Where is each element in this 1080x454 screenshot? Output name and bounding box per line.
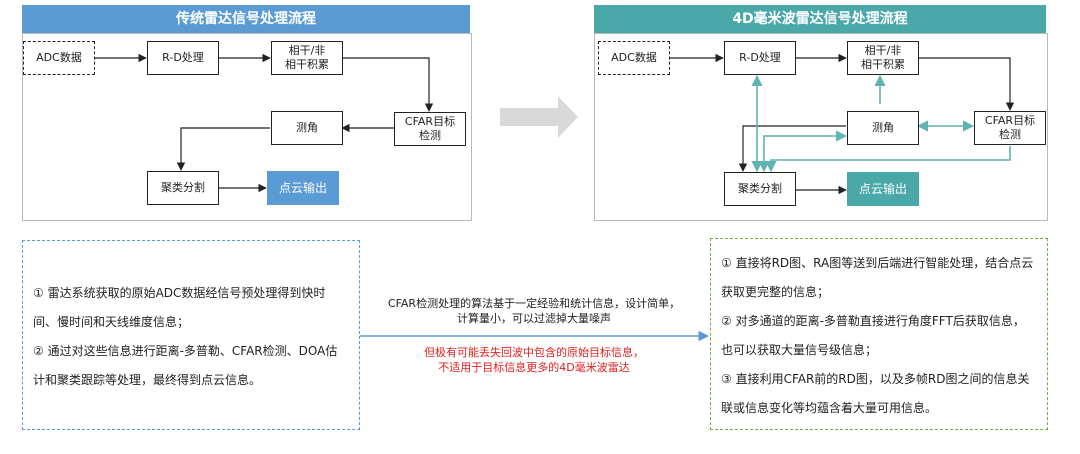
left-node-adc: ADC数据 bbox=[23, 41, 95, 75]
left-node-cluster: 聚类分割 bbox=[147, 171, 219, 205]
right-teal-cfar-cluster bbox=[765, 146, 1011, 173]
left-note-item: ① 雷达系统获取的原始ADC数据经信号预处理得到快时间、慢时间和天线维度信息； bbox=[33, 286, 326, 329]
right-arrow-int-cfar bbox=[918, 57, 1015, 111]
right-note-item: ① 直接将RD图、RA图等送到后端进行智能处理，结合点云获取更完整的信息； bbox=[721, 256, 1034, 299]
right-node-output: 点云输出 bbox=[847, 172, 919, 206]
right-node-cluster: 聚类分割 bbox=[724, 172, 796, 206]
right-note-item: ② 对多通道的距离-多普勒直接进行角度FFT后获取信息，也可以获取大量信号级信息… bbox=[721, 314, 1025, 357]
right-teal-angle-cluster bbox=[758, 130, 848, 173]
left-note-box: ① 雷达系统获取的原始ADC数据经信号预处理得到快时间、慢时间和天线维度信息； … bbox=[22, 240, 360, 430]
left-node-rd: R-D处理 bbox=[147, 41, 219, 75]
right-note-box: ① 直接将RD图、RA图等送到后端进行智能处理，结合点云获取更完整的信息； ② … bbox=[710, 238, 1048, 430]
left-arrow-angle-cluster bbox=[176, 127, 270, 171]
mid-warning-line: 不适用于目标信息更多的4D毫米波雷达 bbox=[438, 361, 630, 374]
right-node-cfar: CFAR目标 检测 bbox=[974, 111, 1046, 145]
left-node-angle: 测角 bbox=[271, 111, 343, 145]
left-node-output: 点云输出 bbox=[267, 171, 339, 205]
right-node-angle: 测角 bbox=[847, 111, 919, 145]
transition-arrow bbox=[500, 96, 578, 138]
right-node-rd: R-D处理 bbox=[724, 41, 796, 75]
mid-description-line: CFAR检测处理的算法基于一定经验和统计信息，设计简单， bbox=[387, 297, 681, 310]
left-panel-title: 传统雷达信号处理流程 bbox=[22, 5, 470, 33]
left-node-cfar: CFAR目标 检测 bbox=[394, 112, 466, 146]
left-note-item: ② 通过对这些信息进行距离-多普勒、CFAR检测、DOA估计和聚类跟踪等处理，最… bbox=[33, 344, 338, 387]
right-note-item: ③ 直接利用CFAR前的RD图，以及多帧RD图之间的信息关联或信息变化等均蕴含着… bbox=[721, 372, 1030, 415]
right-node-adc: ADC数据 bbox=[598, 41, 670, 75]
left-node-integration: 相干/非 相干积累 bbox=[271, 41, 343, 75]
mid-warning: 但极有可能丢失回波中包含的原始目标信息， 不适用于目标信息更多的4D毫米波雷达 bbox=[365, 345, 703, 375]
mid-description: CFAR检测处理的算法基于一定经验和统计信息，设计简单， 计算量小，可以过滤掉大… bbox=[365, 296, 703, 326]
left-arrow-int-cfar bbox=[343, 57, 434, 112]
right-arrow-angle-cluster bbox=[738, 125, 846, 172]
mid-description-line: 计算量小，可以过滤掉大量噪声 bbox=[457, 312, 611, 325]
right-panel-title: 4D毫米波雷达信号处理流程 bbox=[594, 5, 1046, 33]
right-node-integration: 相干/非 相干积累 bbox=[847, 41, 919, 75]
mid-warning-line: 但极有可能丢失回波中包含的原始目标信息， bbox=[424, 346, 644, 359]
